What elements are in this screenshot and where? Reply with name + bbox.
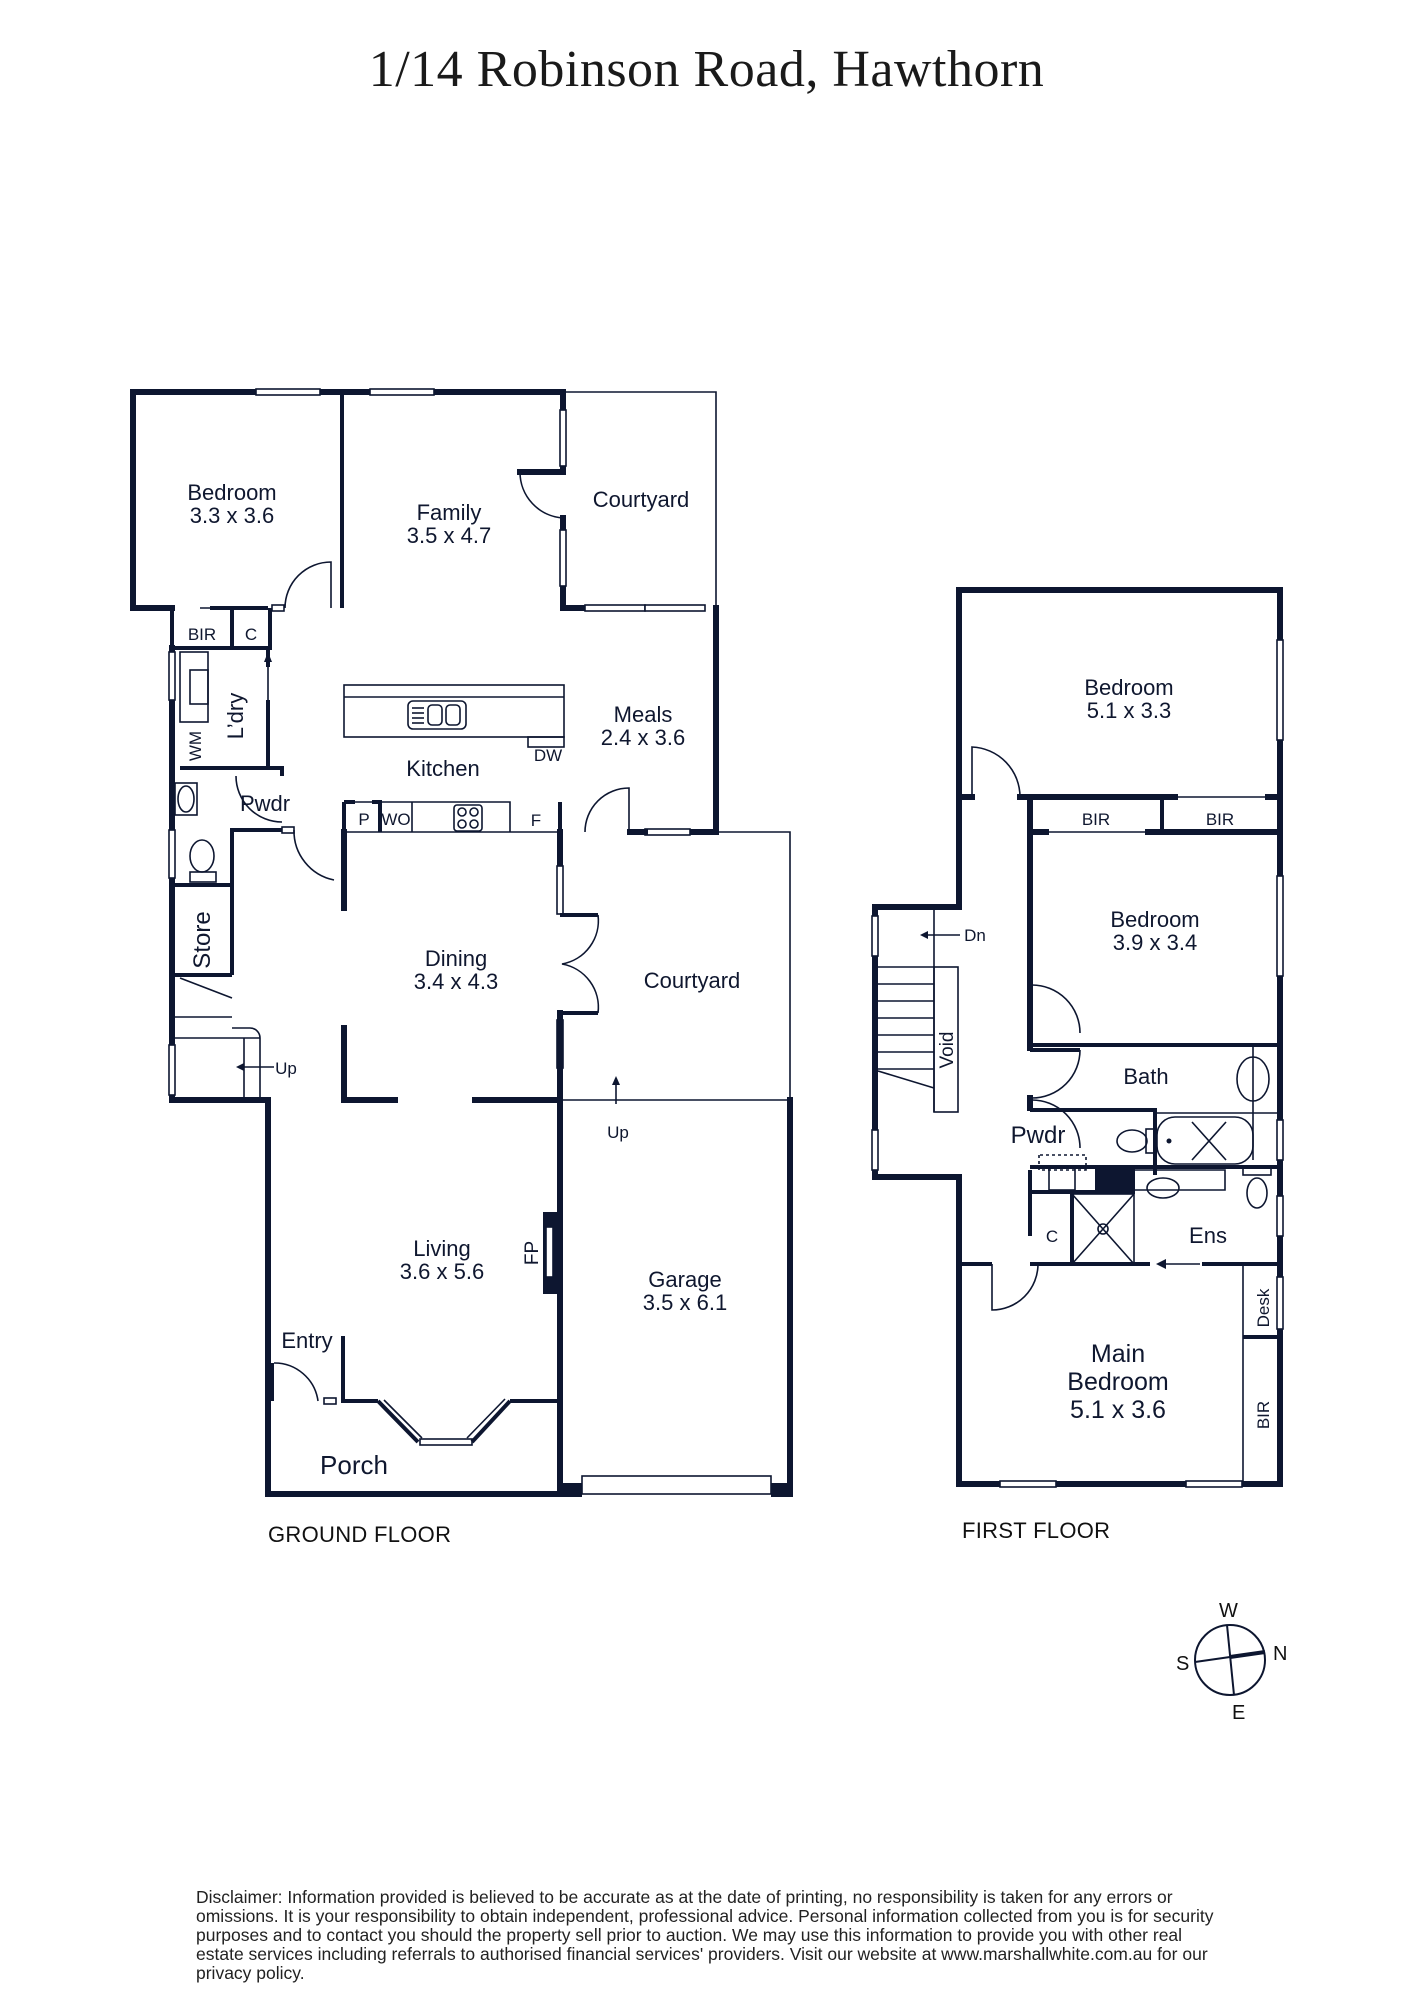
page-title: 1/14 Robinson Road, Hawthorn bbox=[368, 41, 1045, 98]
first-floor-label: FIRST FLOOR bbox=[962, 1518, 1111, 1543]
room-label-main-bedroom-line2: Bedroom bbox=[1067, 1368, 1168, 1396]
room-dims-family: 3.5 x 4.7 bbox=[407, 523, 491, 548]
room-label-main-bedroom-line1: Main bbox=[1091, 1340, 1145, 1368]
room-dims-bedroom-2: 3.9 x 3.4 bbox=[1113, 930, 1197, 955]
fixture-desk: Desk bbox=[1254, 1288, 1273, 1327]
room-dims-living: 3.6 x 5.6 bbox=[400, 1259, 484, 1284]
room-label-garage: Garage bbox=[648, 1267, 721, 1292]
room-label-family: Family bbox=[417, 500, 482, 525]
compass-west: W bbox=[1219, 1600, 1238, 1622]
room-label-porch: Porch bbox=[320, 1450, 388, 1480]
fixture-bir-2: BIR bbox=[1206, 810, 1234, 829]
ground-floor-label: GROUND FLOOR bbox=[268, 1522, 452, 1547]
room-label-living: Living bbox=[413, 1236, 470, 1261]
room-label-bedroom: Bedroom bbox=[187, 480, 276, 505]
room-label-bedroom-2: Bedroom bbox=[1110, 907, 1199, 932]
ground-floor-plan bbox=[130, 388, 793, 1497]
garage-up-label: Up bbox=[607, 1123, 629, 1142]
first-floor-labels: Bedroom 5.1 x 3.3 BIR BIR Bedroom 3.9 x … bbox=[937, 675, 1273, 1429]
room-label-ensuite: Ens bbox=[1189, 1223, 1227, 1248]
room-label-bedroom-1: Bedroom bbox=[1084, 675, 1173, 700]
ground-floor-labels: Bedroom 3.3 x 3.6 Family 3.5 x 4.7 Court… bbox=[186, 480, 740, 1480]
room-dims-meals: 2.4 x 3.6 bbox=[601, 725, 685, 750]
room-label-entry: Entry bbox=[281, 1328, 332, 1353]
fixture-bir-1: BIR bbox=[1082, 810, 1110, 829]
stairs-up-label: Up bbox=[275, 1059, 297, 1078]
fixture-dishwasher: DW bbox=[534, 746, 562, 765]
room-label-laundry: L’dry bbox=[223, 693, 248, 739]
fixture-closet: C bbox=[245, 625, 257, 644]
fixture-closet-upper: C bbox=[1046, 1227, 1058, 1246]
room-label-meals: Meals bbox=[614, 702, 673, 727]
fixture-pantry: P bbox=[358, 810, 369, 829]
room-label-bath: Bath bbox=[1123, 1064, 1168, 1089]
compass-south: S bbox=[1176, 1653, 1190, 1675]
room-label-courtyard-top: Courtyard bbox=[593, 487, 690, 512]
room-dims-dining: 3.4 x 4.3 bbox=[414, 969, 498, 994]
void-label: Void bbox=[937, 1032, 958, 1069]
fixture-bir-main: BIR bbox=[1254, 1401, 1273, 1429]
room-dims-bedroom-1: 5.1 x 3.3 bbox=[1087, 698, 1171, 723]
fixture-fireplace: FP bbox=[522, 1241, 543, 1265]
stairs-down-label: Dn bbox=[964, 926, 986, 945]
room-dims-main-bedroom: 5.1 x 3.6 bbox=[1070, 1396, 1166, 1424]
fixture-bir: BIR bbox=[188, 625, 216, 644]
room-label-dining: Dining bbox=[425, 946, 487, 971]
fixture-washing-machine: WM bbox=[186, 731, 205, 761]
compass-north: N bbox=[1273, 1643, 1288, 1665]
fixture-wall-oven: WO bbox=[381, 810, 410, 829]
disclaimer-text: Disclaimer: Information provided is beli… bbox=[196, 1887, 1214, 1983]
compass-icon bbox=[1194, 1624, 1266, 1696]
room-dims-garage: 3.5 x 6.1 bbox=[643, 1290, 727, 1315]
room-dims-bedroom: 3.3 x 3.6 bbox=[190, 503, 274, 528]
room-label-courtyard-mid: Courtyard bbox=[644, 968, 741, 993]
room-label-powder: Pwdr bbox=[240, 791, 290, 816]
fixture-fridge: F bbox=[531, 811, 541, 830]
compass-east: E bbox=[1232, 1702, 1246, 1724]
first-floor-plan bbox=[871, 587, 1284, 1488]
room-label-store: Store bbox=[189, 911, 216, 968]
room-label-kitchen: Kitchen bbox=[406, 756, 479, 781]
room-label-powder-upper: Pwdr bbox=[1011, 1122, 1066, 1149]
